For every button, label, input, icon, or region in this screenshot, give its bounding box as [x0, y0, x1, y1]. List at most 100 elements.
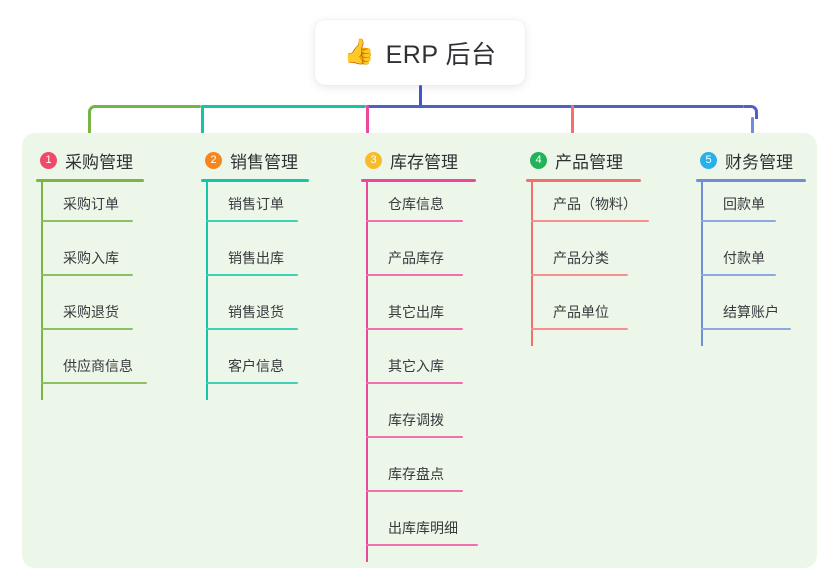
leaf-label: 销售订单 — [228, 196, 284, 212]
branch-column-sales: 2 销售管理 销售订单 销售出库 销售退货 客户信息 — [201, 148, 351, 400]
leaf-list-product: 产品（物料） 产品分类 产品单位 — [526, 182, 676, 346]
leaf-list-finance: 回款单 付款单 结算账户 — [696, 182, 826, 346]
leaf-rule — [206, 328, 298, 330]
leaf-rule — [701, 220, 776, 222]
leaf-label: 产品分类 — [553, 250, 609, 266]
leaf-label: 产品（物料） — [553, 196, 637, 212]
branch-header-sales[interactable]: 2 销售管理 — [201, 148, 351, 172]
leaf-rule — [366, 490, 463, 492]
list-item[interactable]: 产品分类 — [531, 236, 676, 290]
branch-title-sales: 销售管理 — [230, 152, 298, 172]
list-item[interactable]: 产品单位 — [531, 290, 676, 344]
leaf-label: 回款单 — [723, 196, 765, 212]
leaf-rule — [701, 274, 776, 276]
badge-4: 4 — [530, 151, 547, 169]
branch-rule-purchase — [36, 179, 144, 182]
leaf-rule — [366, 544, 478, 546]
leaf-label: 结算账户 — [723, 304, 779, 320]
branch-spine-product — [531, 182, 533, 346]
list-item[interactable]: 销售退货 — [206, 290, 351, 344]
list-item[interactable]: 回款单 — [701, 182, 826, 236]
branch-rule-inventory — [361, 179, 476, 182]
leaf-rule — [366, 382, 463, 384]
root-stem-connector — [419, 85, 422, 107]
connector-bar-teal — [201, 105, 366, 108]
leaf-rule — [206, 220, 298, 222]
leaf-rule — [366, 436, 463, 438]
list-item[interactable]: 其它入库 — [366, 344, 511, 398]
list-item[interactable]: 客户信息 — [206, 344, 351, 398]
branch-rule-finance — [696, 179, 806, 182]
list-item[interactable]: 供应商信息 — [41, 344, 186, 398]
list-item[interactable]: 采购入库 — [41, 236, 186, 290]
list-item[interactable]: 出库库明细 — [366, 506, 511, 560]
leaf-label: 其它出库 — [388, 304, 444, 320]
leaf-rule — [366, 220, 463, 222]
root-title: ERP 后台 — [385, 40, 497, 69]
leaf-rule — [41, 382, 147, 384]
connector-bar-blue — [366, 105, 744, 108]
leaf-rule — [41, 274, 133, 276]
badge-1: 1 — [40, 151, 57, 169]
branch-spine-finance — [701, 182, 703, 346]
leaf-label: 出库库明细 — [388, 520, 458, 536]
list-item[interactable]: 其它出库 — [366, 290, 511, 344]
branch-header-finance[interactable]: 5 财务管理 — [696, 148, 826, 172]
drop-product — [571, 105, 574, 147]
badge-5: 5 — [700, 151, 717, 169]
list-item[interactable]: 仓库信息 — [366, 182, 511, 236]
connector-corner-left — [88, 105, 102, 119]
drop-sales — [201, 105, 204, 147]
leaf-list-inventory: 仓库信息 产品库存 其它出库 其它入库 库存调拨 库存盘点 — [361, 182, 511, 562]
leaf-rule — [531, 220, 649, 222]
leaf-rule — [531, 328, 628, 330]
branch-title-finance: 财务管理 — [725, 152, 793, 172]
branch-title-purchase: 采购管理 — [65, 152, 133, 172]
branch-column-product: 4 产品管理 产品（物料） 产品分类 产品单位 — [526, 148, 676, 346]
root-node[interactable]: 👍 ERP 后台 — [315, 20, 525, 85]
leaf-rule — [41, 328, 133, 330]
list-item[interactable]: 采购订单 — [41, 182, 186, 236]
branch-header-product[interactable]: 4 产品管理 — [526, 148, 676, 172]
leaf-rule — [701, 328, 791, 330]
leaf-label: 产品库存 — [388, 250, 444, 266]
list-item[interactable]: 库存盘点 — [366, 452, 511, 506]
leaf-label: 付款单 — [723, 250, 765, 266]
connector-corner-right — [744, 105, 758, 119]
list-item[interactable]: 采购退货 — [41, 290, 186, 344]
branch-column-purchase: 1 采购管理 采购订单 采购入库 采购退货 供应商信息 — [36, 148, 186, 400]
leaf-list-purchase: 采购订单 采购入库 采购退货 供应商信息 — [36, 182, 186, 400]
branch-rule-sales — [201, 179, 309, 182]
branch-rule-product — [526, 179, 641, 182]
list-item[interactable]: 库存调拨 — [366, 398, 511, 452]
branch-header-purchase[interactable]: 1 采购管理 — [36, 148, 186, 172]
badge-3: 3 — [365, 151, 382, 169]
list-item[interactable]: 结算账户 — [701, 290, 826, 344]
list-item[interactable]: 销售订单 — [206, 182, 351, 236]
leaf-label: 采购退货 — [63, 304, 119, 320]
drop-inventory — [366, 105, 369, 147]
list-item[interactable]: 销售出库 — [206, 236, 351, 290]
leaf-label: 产品单位 — [553, 304, 609, 320]
leaf-label: 其它入库 — [388, 358, 444, 374]
leaf-label: 库存盘点 — [388, 466, 444, 482]
branch-spine-sales — [206, 182, 208, 400]
list-item[interactable]: 付款单 — [701, 236, 826, 290]
leaf-label: 客户信息 — [228, 358, 284, 374]
leaf-rule — [41, 220, 133, 222]
leaf-label: 采购订单 — [63, 196, 119, 212]
leaf-label: 库存调拨 — [388, 412, 444, 428]
leaf-label: 仓库信息 — [388, 196, 444, 212]
drop-finance — [751, 117, 754, 147]
leaf-list-sales: 销售订单 销售出库 销售退货 客户信息 — [201, 182, 351, 400]
drop-purchase — [88, 117, 91, 147]
list-item[interactable]: 产品（物料） — [531, 182, 676, 236]
list-item[interactable]: 产品库存 — [366, 236, 511, 290]
content-panel — [22, 133, 817, 568]
leaf-rule — [531, 274, 628, 276]
leaf-rule — [206, 274, 298, 276]
branch-header-inventory[interactable]: 3 库存管理 — [361, 148, 511, 172]
thumbs-up-icon: 👍 — [343, 38, 375, 66]
branch-column-finance: 5 财务管理 回款单 付款单 结算账户 — [696, 148, 826, 346]
leaf-label: 销售退货 — [228, 304, 284, 320]
